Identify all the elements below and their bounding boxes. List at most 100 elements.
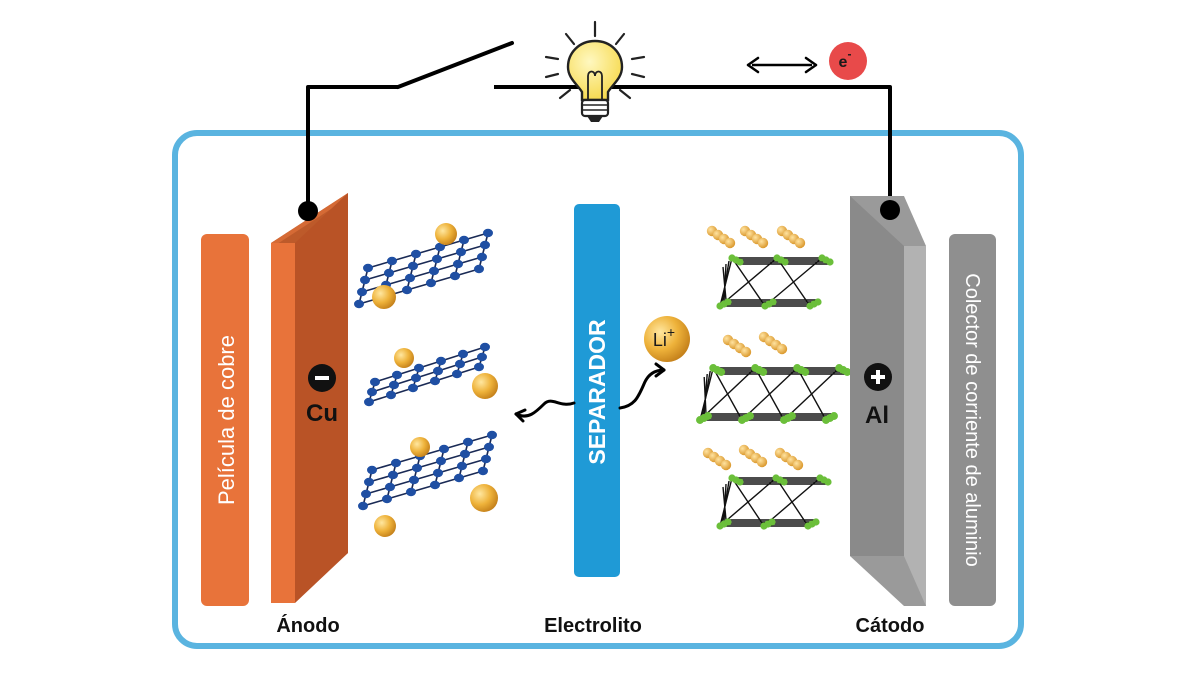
carbon-atom xyxy=(406,487,416,497)
crystal-edge xyxy=(764,257,823,307)
carbon-atom xyxy=(457,461,467,471)
carbon-atom xyxy=(358,501,368,511)
separator xyxy=(574,204,620,577)
carbon-atom xyxy=(453,259,463,269)
carbon-atom xyxy=(361,489,371,499)
carbon-atom xyxy=(386,390,396,400)
carbon-atom xyxy=(354,299,364,309)
carbon-atom xyxy=(429,266,439,276)
carbon-atom xyxy=(402,285,412,295)
carbon-atom xyxy=(456,247,466,257)
carbon-atom xyxy=(477,352,487,362)
carbon-atom xyxy=(357,287,367,297)
svg-text:Li+: Li+ xyxy=(653,324,675,350)
wire-left xyxy=(306,85,398,211)
negative-sign-icon xyxy=(308,364,336,392)
carbon-atom xyxy=(460,449,470,459)
lithium-atom xyxy=(372,285,396,309)
cathode-node xyxy=(780,478,788,486)
cathode-node xyxy=(724,298,732,306)
carbon-atom xyxy=(389,380,399,390)
carbon-atom xyxy=(430,480,440,490)
cathode-node xyxy=(781,258,789,266)
cathode-structures xyxy=(696,225,852,530)
aluminum-collector xyxy=(949,234,996,606)
carbon-atom xyxy=(382,494,392,504)
carbon-atom xyxy=(458,349,468,359)
double-arrow-icon xyxy=(746,56,818,74)
electron-charge: - xyxy=(847,47,851,61)
lithium-chain-atom xyxy=(756,456,768,468)
carbon-atom xyxy=(436,356,446,366)
carbon-atom xyxy=(463,437,473,447)
carbon-atom xyxy=(370,377,380,387)
carbon-atom xyxy=(455,359,465,369)
copper-film-label: Película de cobre xyxy=(214,335,239,505)
copper-film xyxy=(201,234,249,606)
carbon-atom xyxy=(478,466,488,476)
carbon-atom xyxy=(364,477,374,487)
carbon-atom xyxy=(408,261,418,271)
lithium-chain-atom xyxy=(740,346,752,358)
crystal-edge xyxy=(741,367,798,421)
carbon-atom xyxy=(364,397,374,407)
crystal-edge xyxy=(783,367,840,421)
light-bulb-icon xyxy=(544,20,646,122)
carbon-atom xyxy=(450,271,460,281)
aluminum-collector-label: Colector de corriente de aluminio xyxy=(961,273,983,567)
carbon-atom xyxy=(474,362,484,372)
cathode-node xyxy=(724,518,732,526)
cathode-node xyxy=(843,368,852,376)
lithium-chain-atom xyxy=(720,459,732,471)
graphite-sheet xyxy=(354,223,493,309)
carbon-atom xyxy=(481,454,491,464)
carbon-atom xyxy=(480,240,490,250)
carbon-atom xyxy=(367,387,377,397)
wire-right xyxy=(494,85,892,210)
carbon-atom xyxy=(385,482,395,492)
cathode-node xyxy=(830,412,838,420)
anode-terminal xyxy=(298,201,318,221)
carbon-atom xyxy=(454,473,464,483)
carbon-atom xyxy=(487,430,497,440)
cathode-node xyxy=(826,258,834,266)
carbon-atom xyxy=(435,242,445,252)
lithium-atom xyxy=(472,373,498,399)
external-circuit xyxy=(306,41,892,211)
lithium-chain-atom xyxy=(757,237,769,249)
carbon-atom xyxy=(452,369,462,379)
ion-flow-arrows xyxy=(514,362,666,423)
cathode-label: Cátodo xyxy=(856,615,925,637)
switch-icon[interactable] xyxy=(396,41,514,89)
anode-label: Ánodo xyxy=(276,614,339,637)
graphite-sheet xyxy=(364,342,498,407)
carbon-atom xyxy=(409,475,419,485)
lithium-atom xyxy=(410,437,430,457)
carbon-atom xyxy=(433,366,443,376)
crystal-edge xyxy=(722,486,727,521)
cathode-crystal xyxy=(716,474,832,530)
carbon-atom xyxy=(411,373,421,383)
cathode-node xyxy=(768,518,776,526)
carbon-atom xyxy=(430,376,440,386)
graphite-sheet xyxy=(358,430,498,537)
cathode-metal-label: Al xyxy=(865,402,889,429)
carbon-atom xyxy=(484,442,494,452)
carbon-atom xyxy=(392,370,402,380)
electron-badge: e- xyxy=(829,42,867,80)
carbon-atom xyxy=(412,463,422,473)
carbon-atom xyxy=(483,228,493,238)
battery-container xyxy=(172,130,1024,649)
carbon-atom xyxy=(391,458,401,468)
carbon-atom xyxy=(388,470,398,480)
carbon-atom xyxy=(477,252,487,262)
cathode-node xyxy=(704,412,712,420)
cathode-node xyxy=(788,412,796,420)
cathode-plate xyxy=(850,196,926,606)
cathode-node xyxy=(769,298,777,306)
carbon-atom xyxy=(367,465,377,475)
cathode-node xyxy=(759,368,768,376)
anode-plate xyxy=(271,193,348,603)
